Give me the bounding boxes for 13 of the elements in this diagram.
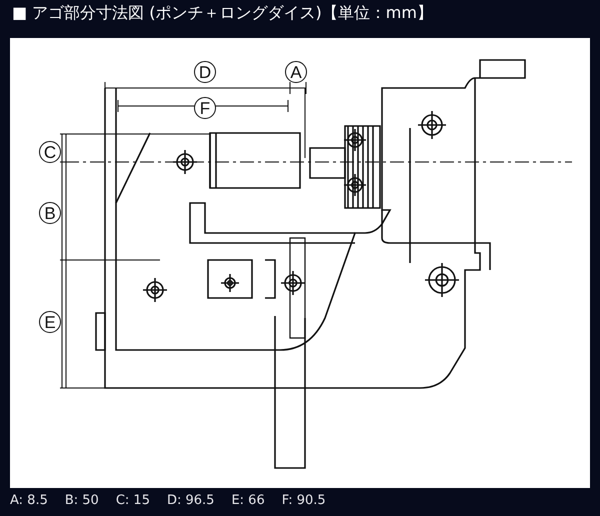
dimension-callout: D (194, 61, 216, 83)
dimension-callout: B (39, 202, 61, 224)
dimension-value: A: 8.5 (10, 492, 48, 510)
dimension-callout: C (39, 141, 61, 163)
dimension-value: D: 96.5 (166, 492, 214, 510)
dimension-callout: E (39, 311, 61, 333)
dimension-callout: F (194, 97, 216, 119)
dimension-value: E: 66 (231, 492, 265, 510)
dimension-value: F: 90.5 (282, 492, 326, 510)
dimension-value: B: 50 (64, 492, 99, 510)
title: ■ アゴ部分寸法図 (ポンチ＋ロングダイス)【単位：mm】 (12, 2, 433, 24)
dimension-callout: A (285, 61, 307, 83)
dimension-value: C: 15 (116, 492, 150, 510)
